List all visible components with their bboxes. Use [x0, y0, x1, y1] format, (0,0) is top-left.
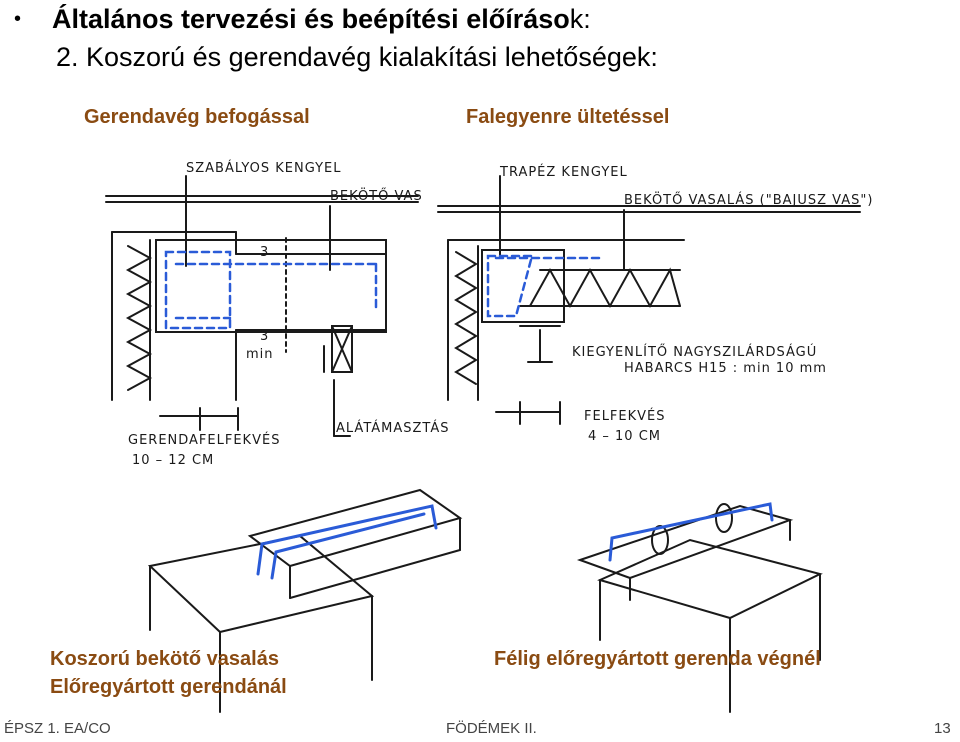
- left-bottom-caption-2: Előregyártott gerendánál: [50, 676, 287, 698]
- slide-title: Általános tervezési és beépítési előírás…: [52, 4, 591, 34]
- label-right-bearing-range: 4 – 10 CM: [588, 429, 661, 444]
- label-left-dim-min: min: [246, 347, 274, 362]
- label-left-bearing-range: 10 – 12 CM: [132, 453, 214, 468]
- bullet-icon: •: [14, 8, 22, 30]
- left-section-drawing: [105, 175, 419, 437]
- right-section-drawing: [437, 175, 861, 425]
- left-diagram-caption: Gerendavég befogással: [84, 106, 310, 128]
- label-left-bearing: GERENDAFELFEKVÉS: [128, 432, 280, 448]
- label-right-bearing: FELFEKVÉS: [584, 408, 666, 424]
- right-bottom-caption: Félig előregyártott gerenda végnél: [494, 648, 821, 670]
- footer-topic: FÖDÉMEK II.: [446, 720, 537, 737]
- label-right-stirrup: TRAPÉZ KENGYEL: [499, 164, 628, 180]
- label-right-tie-bar: BEKÖTŐ VASALÁS ("BAJUSZ VAS"): [624, 191, 873, 208]
- right-rebar: [486, 254, 602, 318]
- label-left-dim-top: 3: [260, 245, 269, 260]
- label-left-shoring: ALÁTÁMASZTÁS: [336, 420, 450, 436]
- label-left-tie-bar: BEKÖTŐ VAS: [330, 187, 423, 204]
- label-right-mortar-1: KIEGYENLÍTŐ NAGYSZILÁRDSÁGÚ: [572, 344, 817, 360]
- left-isometric-rebar: [256, 504, 438, 580]
- right-isometric-rebar: [608, 502, 774, 562]
- left-bottom-caption-1: Koszorú bekötő vasalás: [50, 648, 279, 670]
- slide-subtitle: 2. Koszorú és gerendavég kialakítási leh…: [56, 42, 658, 72]
- footer-course: ÉPSZ 1. EA/CO: [4, 720, 111, 737]
- right-diagram-caption: Falegyenre ültetéssel: [466, 106, 670, 128]
- label-right-mortar-2: HABARCS H15 : min 10 mm: [624, 361, 827, 376]
- left-rebar: [164, 250, 378, 330]
- label-left-stirrup: SZABÁLYOS KENGYEL: [186, 160, 342, 176]
- right-isometric-drawing: [576, 503, 823, 713]
- label-left-dim-bottom: 3: [260, 329, 269, 344]
- footer-page-number: 13: [934, 720, 951, 737]
